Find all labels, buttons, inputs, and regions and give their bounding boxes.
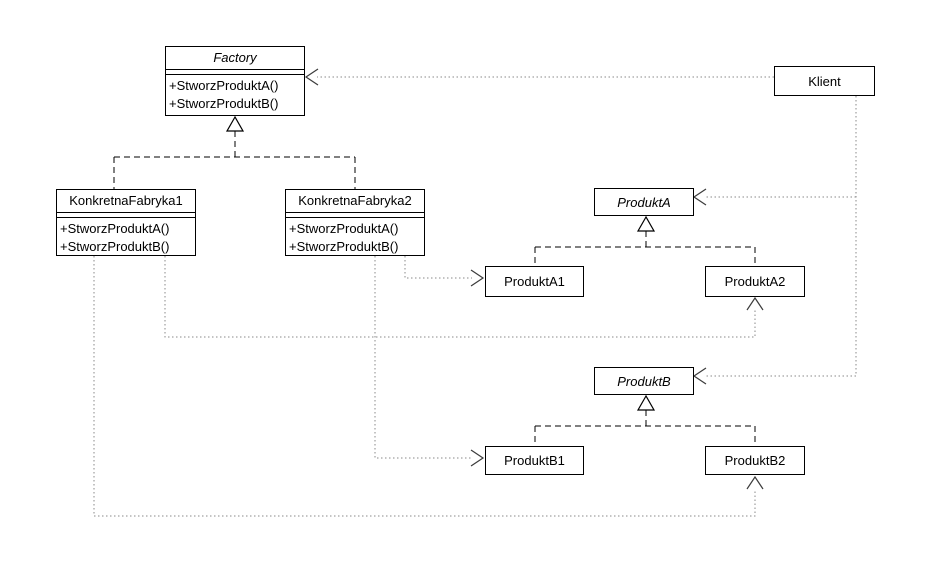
class-attributes-empty	[166, 70, 304, 75]
class-produktA2: ProduktA2	[705, 266, 805, 297]
class-klient: Klient	[774, 66, 875, 96]
class-operation: +StworzProduktA()	[60, 221, 170, 236]
generalization-produktyA-produktA	[534, 215, 756, 266]
generalization-triangle-icon	[636, 394, 656, 411]
dependency-klient-factory	[304, 68, 774, 86]
class-name: ProduktA	[617, 194, 671, 210]
generalization-triangle-icon	[225, 115, 245, 132]
class-operation: +StworzProduktB()	[289, 239, 399, 254]
open-arrowhead-icon	[470, 449, 485, 467]
class-name: KonkretnaFabryka1	[57, 190, 195, 213]
class-attributes-empty	[57, 213, 195, 218]
dependency-klient-produktB	[692, 367, 856, 385]
class-operation: +StworzProduktB()	[169, 96, 279, 111]
class-name: ProduktB2	[724, 453, 786, 468]
open-arrowhead-icon	[746, 296, 764, 311]
class-name: ProduktB	[617, 373, 671, 389]
class-produktB: ProduktB	[594, 367, 694, 395]
class-produktB2: ProduktB2	[705, 446, 805, 475]
class-operations: +StworzProduktA() +StworzProduktB()	[286, 218, 424, 256]
class-attributes-empty	[286, 213, 424, 218]
dependency-klient-produktA	[692, 96, 857, 376]
dependency-fabryka1-produktB2	[93, 256, 764, 517]
open-arrowhead-icon	[746, 475, 764, 490]
class-factory: Factory +StworzProduktA() +StworzProdukt…	[165, 46, 305, 116]
dependency-fabryka2-produktB1	[374, 256, 485, 467]
dependency-fabryka2-produktA1	[404, 256, 485, 287]
class-operation: +StworzProduktB()	[60, 239, 170, 254]
open-arrowhead-icon	[692, 188, 707, 206]
class-operation: +StworzProduktA()	[289, 221, 399, 236]
class-produktA1: ProduktA1	[485, 266, 584, 297]
generalization-triangle-icon	[636, 215, 656, 232]
generalization-produktyB-produktB	[534, 394, 756, 446]
class-name: ProduktB1	[504, 453, 565, 468]
class-name: ProduktA2	[724, 274, 786, 289]
class-operations: +StworzProduktA() +StworzProduktB()	[166, 75, 304, 113]
class-konkretnafabryka2: KonkretnaFabryka2 +StworzProduktA() +Stw…	[285, 189, 425, 256]
dependency-fabryka1-produktA2	[164, 256, 764, 338]
open-arrowhead-icon	[304, 68, 319, 86]
open-arrowhead-icon	[470, 269, 485, 287]
class-name: Klient	[808, 73, 841, 89]
class-produktA: ProduktA	[594, 188, 694, 216]
class-operation: +StworzProduktA()	[169, 78, 279, 93]
class-produktB1: ProduktB1	[485, 446, 584, 475]
class-name: Factory	[166, 47, 304, 70]
class-operations: +StworzProduktA() +StworzProduktB()	[57, 218, 195, 256]
class-konkretnafabryka1: KonkretnaFabryka1 +StworzProduktA() +Stw…	[56, 189, 196, 256]
class-name: KonkretnaFabryka2	[286, 190, 424, 213]
generalization-fabryki-factory	[113, 115, 356, 189]
class-name: ProduktA1	[504, 274, 565, 289]
open-arrowhead-icon	[692, 367, 707, 385]
